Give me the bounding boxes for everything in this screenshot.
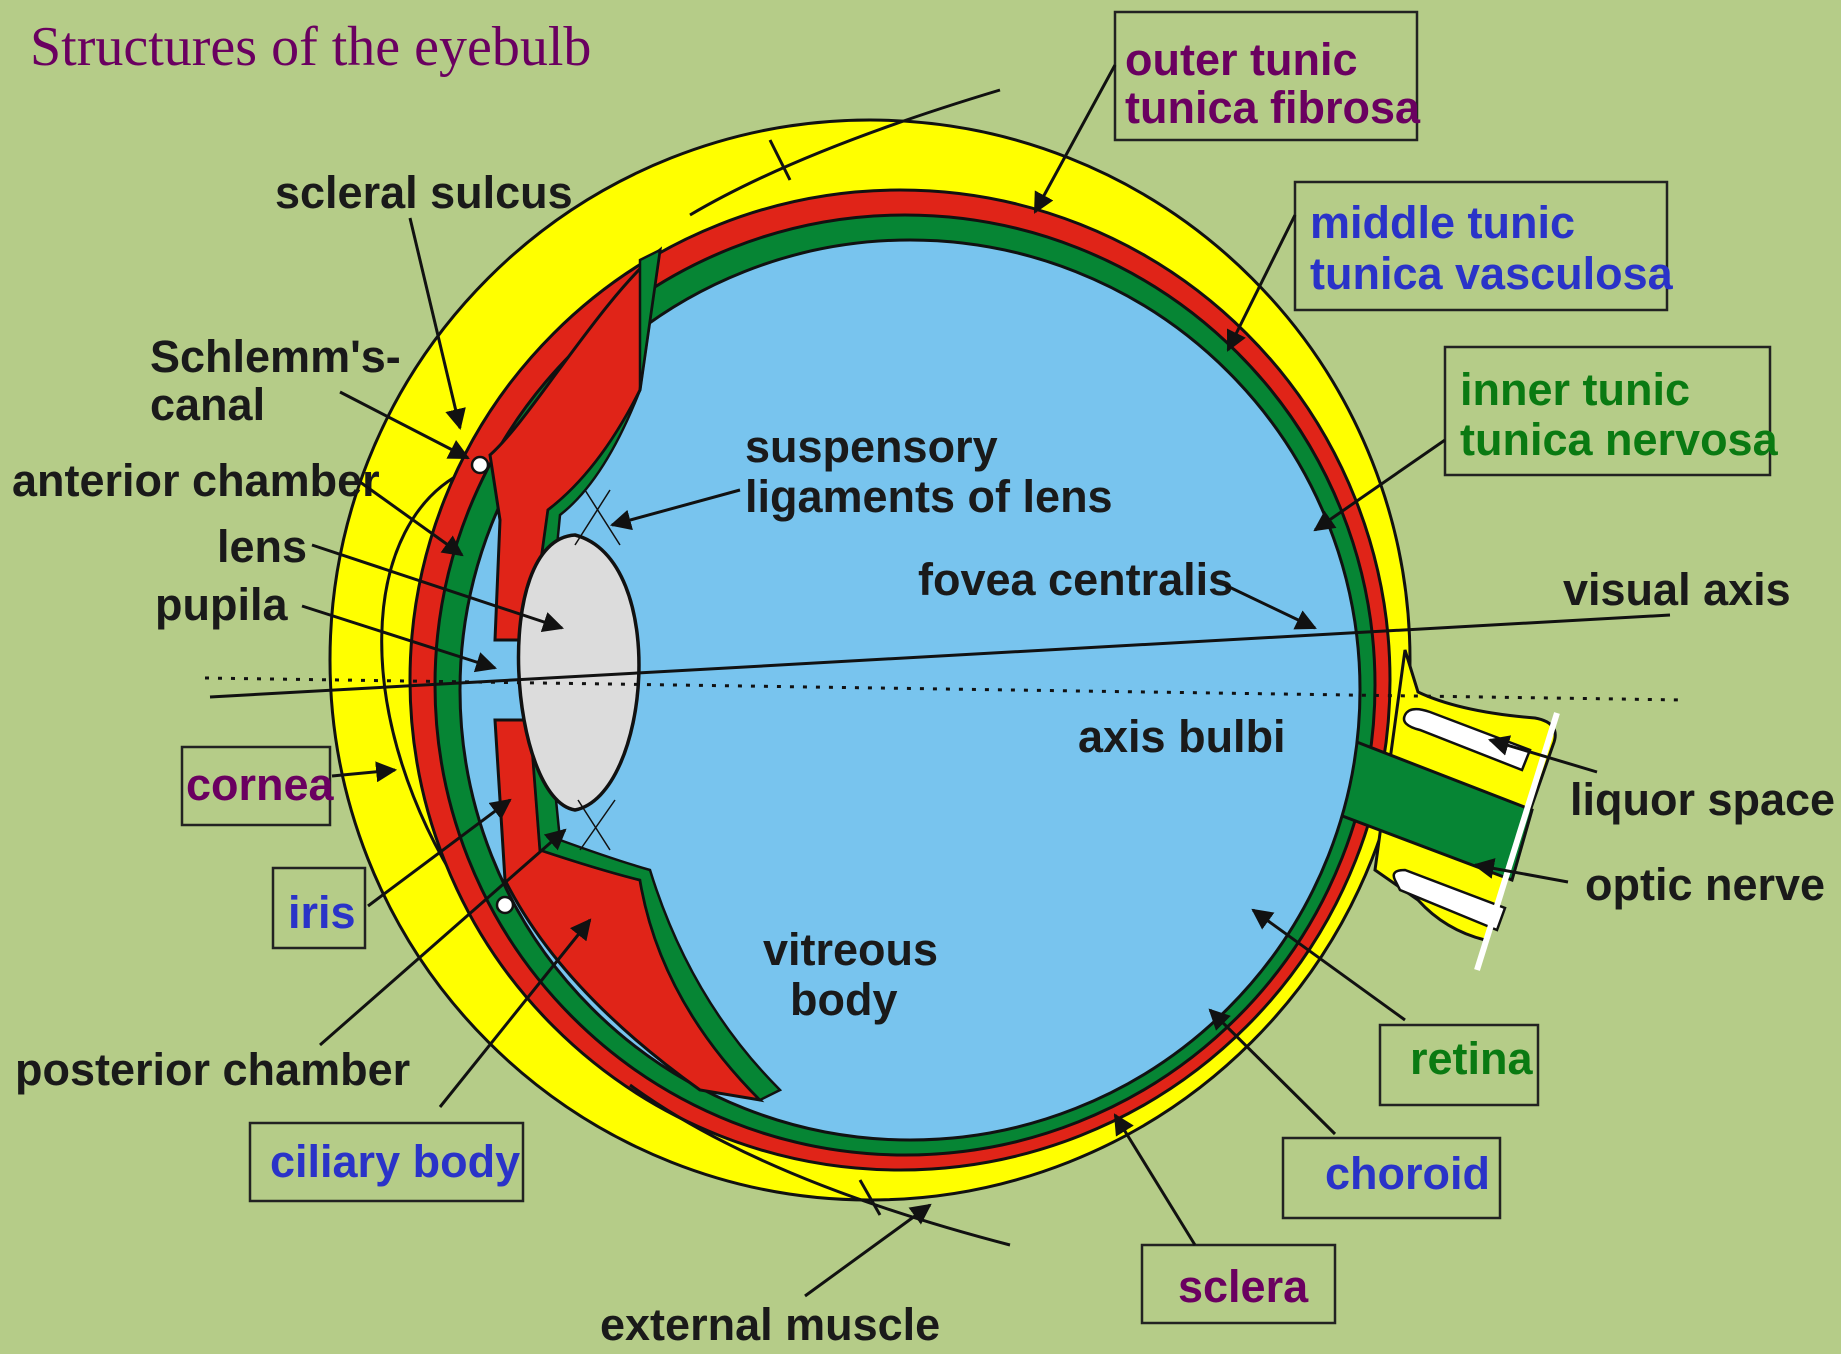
label-schlemm-2: canal [150,379,265,430]
label-outer-tunic-2: tunica fibrosa [1125,82,1421,133]
pointer-choroid [1210,1010,1335,1134]
label-posterior-chamber: posterior chamber [15,1044,410,1095]
label-visual-axis: visual axis [1563,564,1791,615]
pointer-sclera [1115,1115,1195,1245]
schlemm-canal-upper [472,457,488,473]
label-lens: lens [217,521,307,572]
label-inner-tunic-1: inner tunic [1460,364,1690,415]
label-axis-bulbi: axis bulbi [1078,711,1286,762]
label-iris: iris [288,887,356,938]
label-ciliary-body: ciliary body [270,1136,520,1187]
label-scleral-sulcus: scleral sulcus [275,167,573,218]
pointer-external-muscle [805,1205,930,1296]
label-vitreous-1: vitreous [763,924,938,975]
label-external-muscle: external muscle [600,1299,940,1349]
label-outer-tunic-1: outer tunic [1125,34,1358,85]
label-suspensory-1: suspensory [745,421,998,472]
label-choroid: choroid [1325,1148,1490,1199]
label-liquor-space: liquor space [1570,774,1835,825]
label-optic-nerve: optic nerve [1585,859,1825,910]
schlemm-canal-lower [497,897,513,913]
label-vitreous-2: body [790,974,898,1025]
label-pupila: pupila [155,579,288,630]
label-sclera: sclera [1178,1261,1309,1312]
label-middle-tunic-1: middle tunic [1310,197,1575,248]
label-inner-tunic-2: tunica nervosa [1460,414,1779,465]
label-schlemm-1: Schlemm's- [150,331,401,382]
label-cornea: cornea [186,759,335,810]
label-anterior-chamber: anterior chamber [12,455,380,506]
label-fovea-centralis: fovea centralis [918,554,1233,605]
label-middle-tunic-2: tunica vasculosa [1310,248,1674,299]
label-retina: retina [1410,1033,1534,1084]
label-suspensory-2: ligaments of lens [745,471,1113,522]
page-title: Structures of the eyebulb [30,16,591,78]
